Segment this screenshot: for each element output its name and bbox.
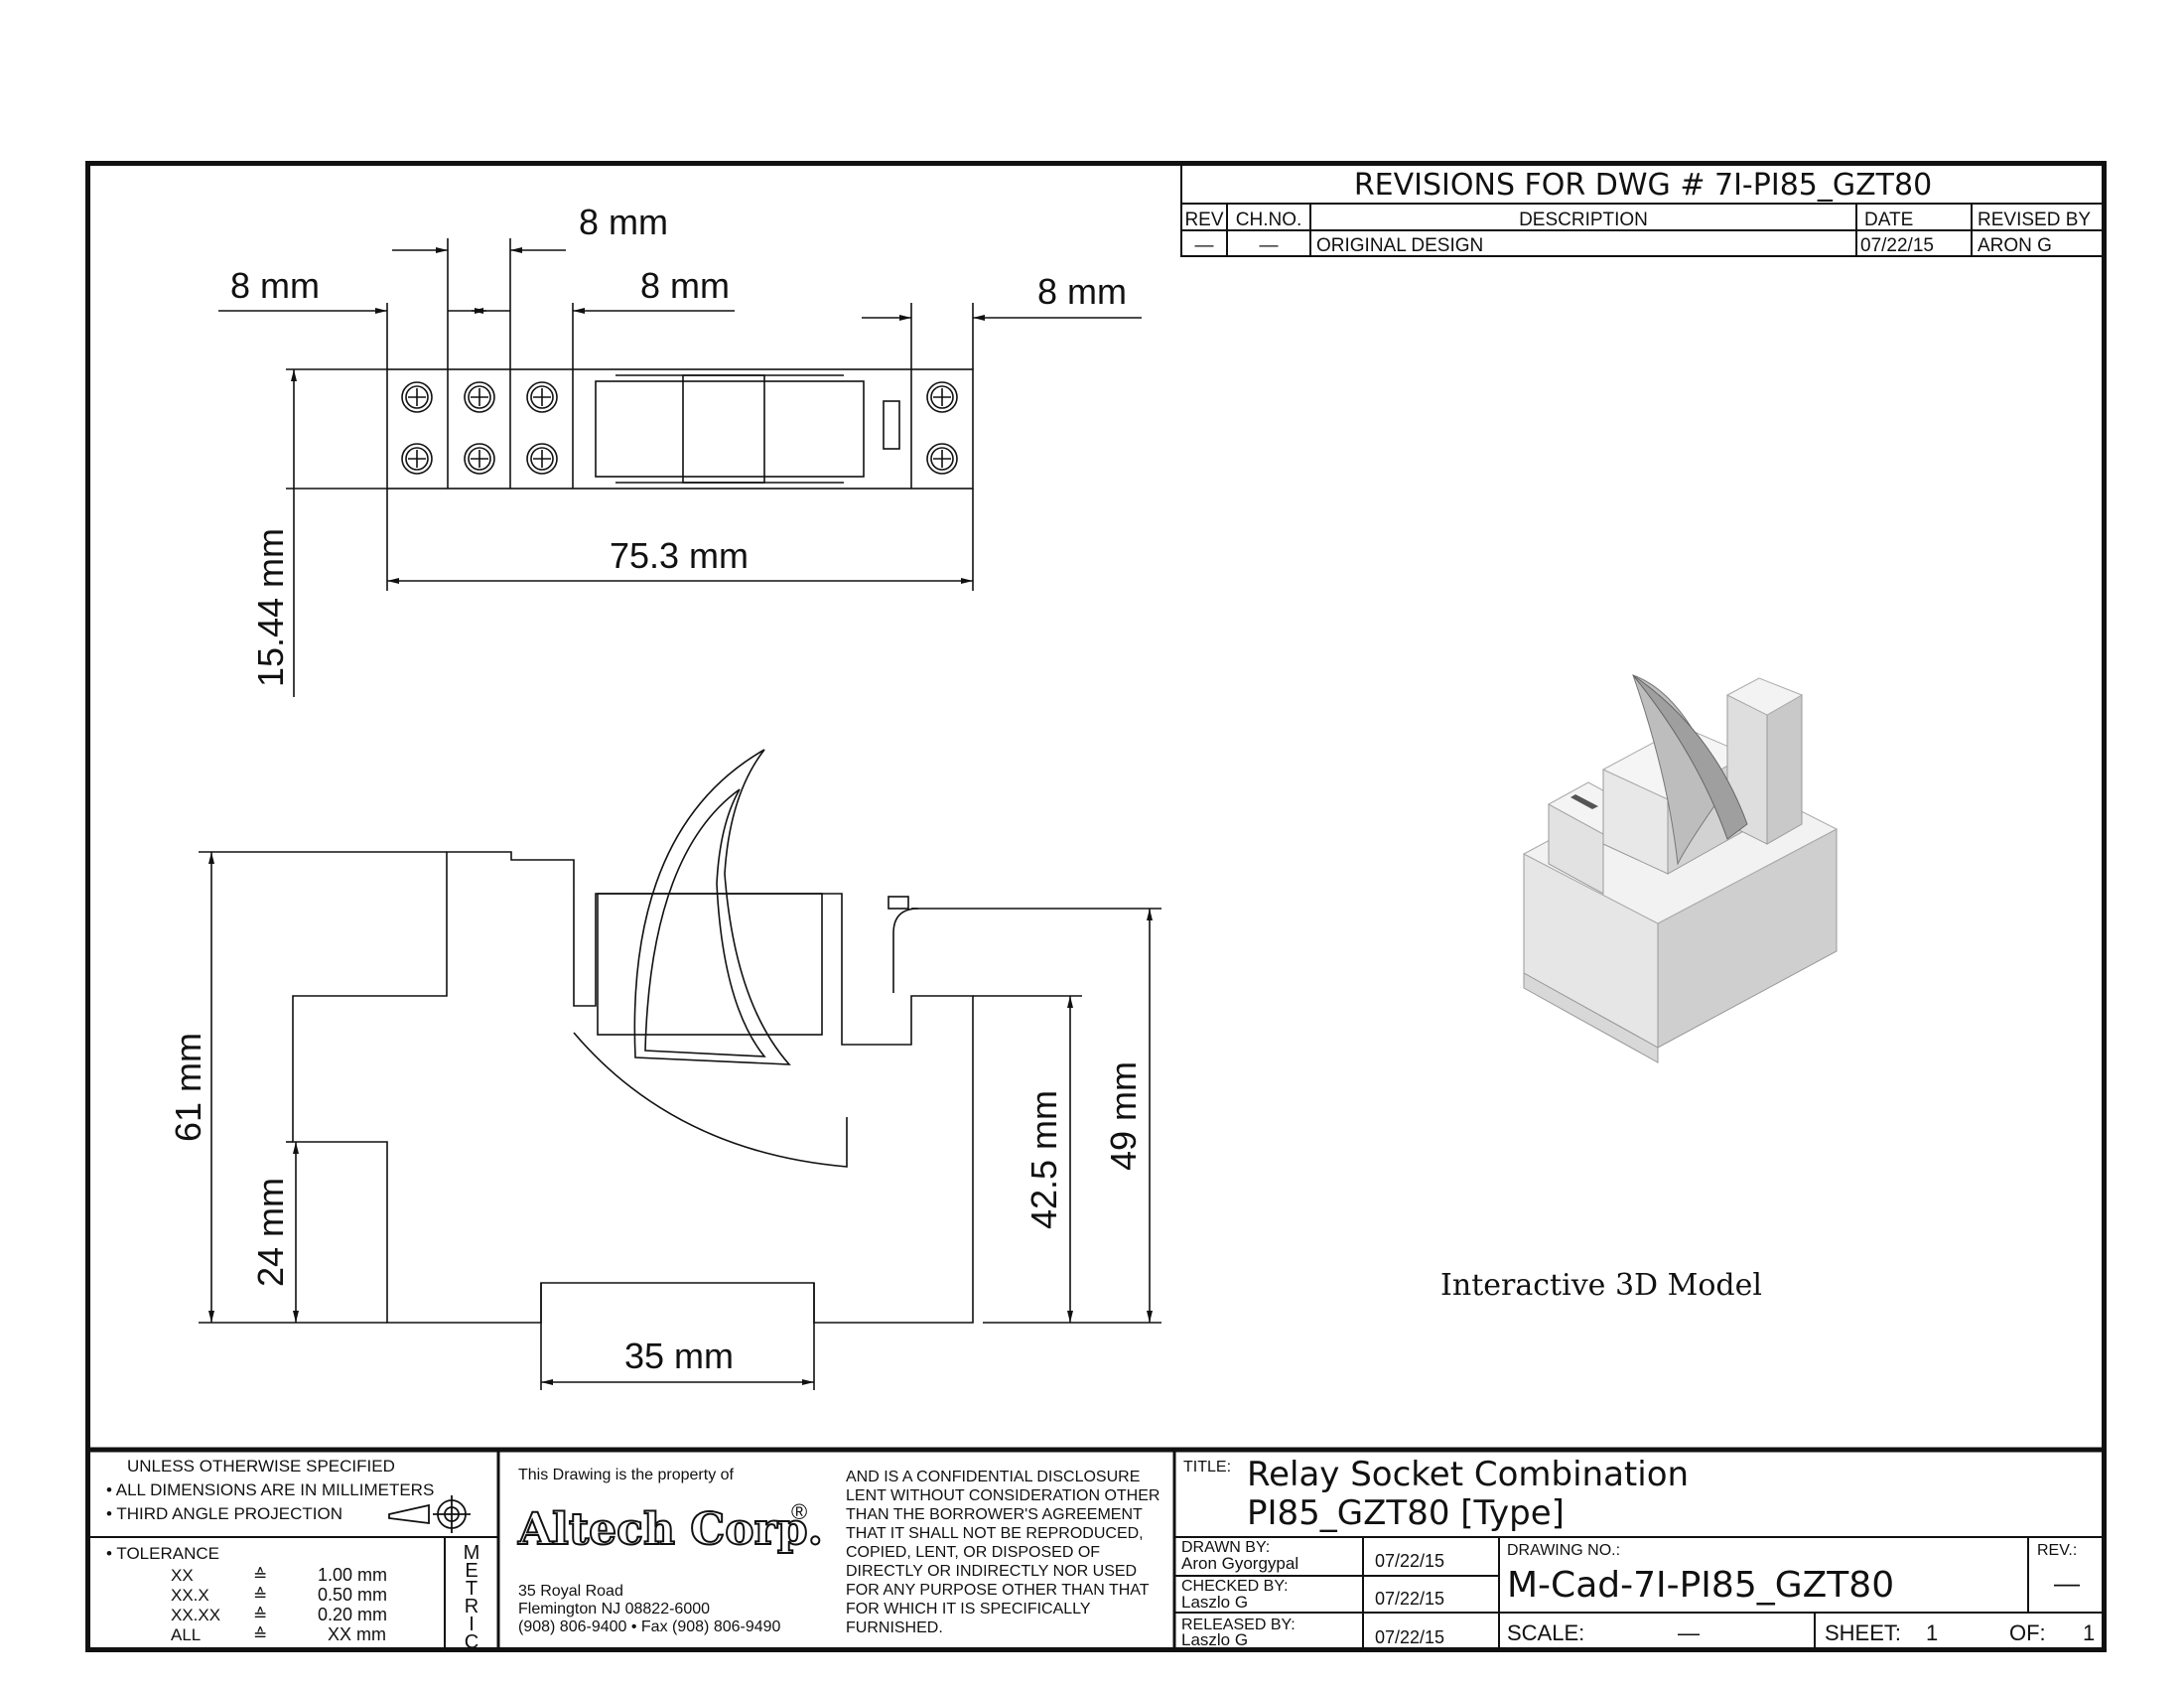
of-value: 1 [2083, 1620, 2095, 1645]
svg-text:0.20 mm: 0.20 mm [318, 1605, 387, 1624]
svg-text:0.50 mm: 0.50 mm [318, 1585, 387, 1605]
dim-top-left: 8 mm [230, 265, 320, 306]
revised-by-header: REVISED BY [1978, 210, 2091, 230]
drawing-sheet [85, 161, 2107, 1652]
drawn-date: 07/22/15 [1375, 1551, 1444, 1571]
phone-fax: (908) 806-9400 • Fax (908) 806-9490 [518, 1618, 781, 1635]
dim-top-mid: 8 mm [640, 265, 730, 306]
title-line2: PI85_GZT80 [Type] [1247, 1493, 1565, 1533]
terminal-screws [401, 381, 958, 475]
svg-text:THAT IT SHALL NOT BE REPR: THAT IT SHALL NOT BE REPRODUCED, [846, 1525, 1144, 1542]
drawn-by: Aron Gyorgypal [1181, 1554, 1298, 1573]
dim-top-right: 8 mm [1037, 271, 1127, 312]
of-label: OF: [2009, 1620, 2046, 1645]
dim-total-height: 61 mm [168, 1033, 208, 1142]
metric-label: M E T R I C [464, 1542, 480, 1653]
title-label: TITLE: [1183, 1459, 1231, 1476]
drawn-by-label: DRAWN BY: [1181, 1539, 1270, 1556]
svg-text:COPIED, LENT, OR DISPOSED: COPIED, LENT, OR DISPOSED OF [846, 1544, 1100, 1561]
revised-by-cell: ARON G [1978, 235, 2052, 256]
svg-text:≙: ≙ [253, 1606, 267, 1624]
checked-by: Laszlo G [1181, 1593, 1248, 1612]
svg-text:AND IS A CONFIDENTIAL DISC: AND IS A CONFIDENTIAL DISCLOSURE [846, 1469, 1140, 1485]
released-by: Laszlo G [1181, 1630, 1248, 1649]
svg-text:M: M [464, 1542, 480, 1564]
rev-value: — [2054, 1568, 2080, 1598]
svg-text:≙: ≙ [253, 1625, 267, 1644]
date-header: DATE [1864, 210, 1913, 230]
revisions-table [1180, 162, 2106, 257]
checked-date: 07/22/15 [1375, 1589, 1444, 1609]
dim-top-height: 15.44 mm [250, 528, 291, 687]
svg-text:XX.X: XX.X [171, 1586, 209, 1605]
svg-text:I: I [469, 1614, 475, 1635]
svg-text:XX: XX [171, 1566, 194, 1585]
svg-text:≙: ≙ [253, 1586, 267, 1605]
date-cell: 07/22/15 [1860, 235, 1934, 256]
notes-line1: UNLESS OTHERWISE SPECIFIED [127, 1457, 395, 1476]
description-header: DESCRIPTION [1519, 210, 1648, 230]
rev-label: REV.: [2037, 1542, 2077, 1559]
svg-text:LENT WITHOUT CONSIDERATION: LENT WITHOUT CONSIDERATION OTHER [846, 1487, 1160, 1504]
dim-right-outer: 49 mm [1103, 1061, 1144, 1171]
svg-text:XX mm: XX mm [328, 1624, 386, 1644]
notes-line3: • THIRD ANGLE PROJECTION [106, 1504, 342, 1523]
model-caption: Interactive 3D Model [1440, 1268, 1762, 1303]
title-block-grid [87, 1447, 2105, 1650]
tolerance-label: • TOLERANCE [106, 1544, 219, 1563]
rev-cell: — [1195, 235, 1214, 256]
svg-text:C: C [465, 1631, 478, 1653]
chno-header: CH.NO. [1236, 210, 1302, 230]
svg-text:ALL: ALL [171, 1625, 201, 1644]
drawing-number: M-Cad-7I-PI85_GZT80 [1507, 1565, 1894, 1606]
dim-length: 75.3 mm [610, 535, 749, 576]
svg-text:E: E [465, 1560, 478, 1582]
confidential-notice: AND IS A CONFIDENTIAL DISCLOSURE LENT WI… [846, 1469, 1160, 1636]
sheet-value: 1 [1926, 1620, 1938, 1645]
top-view [218, 238, 1142, 697]
address-line1: 35 Royal Road [518, 1583, 623, 1600]
svg-text:1.00 mm: 1.00 mm [318, 1565, 387, 1585]
title-line1: Relay Socket Combination [1247, 1455, 1689, 1494]
property-text: This Drawing is the property of [518, 1467, 735, 1483]
svg-text:THAN THE BORROWER'S AGREEMEN: THAN THE BORROWER'S AGREEMENT [846, 1506, 1143, 1523]
third-angle-projection-icon [388, 1495, 471, 1533]
relay-3d-model[interactable] [1522, 674, 1839, 1063]
svg-text:FOR ANY PURPOSE OTHER THAN: FOR ANY PURPOSE OTHER THAN THAT [846, 1582, 1150, 1599]
rev-header: REV [1184, 210, 1223, 230]
drawing-no-label: DRAWING NO.: [1507, 1542, 1620, 1559]
tolerance-table: XX ≙ 1.00 mm XX.X ≙ 0.50 mm XX.XX ≙ 0.20… [171, 1565, 387, 1644]
address-line2: Flemington NJ 08822-6000 [518, 1601, 710, 1618]
svg-text:FOR WHICH IT IS SPECIFICAL: FOR WHICH IT IS SPECIFICALLY [846, 1601, 1091, 1618]
altech-logo: Altech Corp. [517, 1504, 823, 1555]
dim-right-inner: 42.5 mm [1024, 1090, 1064, 1229]
sheet-label: SHEET: [1825, 1620, 1901, 1645]
svg-text:DIRECTLY OR INDIRECTLY NOR: DIRECTLY OR INDIRECTLY NOR USED [846, 1563, 1137, 1580]
svg-text:FURNISHED.: FURNISHED. [846, 1619, 943, 1636]
checked-by-label: CHECKED BY: [1181, 1578, 1289, 1595]
svg-text:XX.XX: XX.XX [171, 1606, 220, 1624]
front-view [199, 749, 1161, 1390]
registered-mark: ® [791, 1499, 807, 1524]
svg-text:R: R [465, 1596, 478, 1618]
released-date: 07/22/15 [1375, 1627, 1444, 1647]
scale-label: SCALE: [1507, 1620, 1584, 1645]
dim-base-height: 24 mm [250, 1178, 291, 1287]
svg-text:≙: ≙ [253, 1566, 267, 1585]
dim-base-width: 35 mm [624, 1336, 734, 1376]
description-cell: ORIGINAL DESIGN [1316, 235, 1483, 256]
svg-text:T: T [466, 1578, 478, 1600]
dim-top-center: 8 mm [579, 202, 668, 242]
chno-cell: — [1260, 235, 1279, 256]
released-by-label: RELEASED BY: [1181, 1617, 1296, 1633]
notes-line2: • ALL DIMENSIONS ARE IN MILLIMETERS [106, 1480, 434, 1499]
scale-value: — [1678, 1620, 1700, 1645]
revisions-title: REVISIONS FOR DWG # 7I-PI85_GZT80 [1354, 168, 1932, 203]
